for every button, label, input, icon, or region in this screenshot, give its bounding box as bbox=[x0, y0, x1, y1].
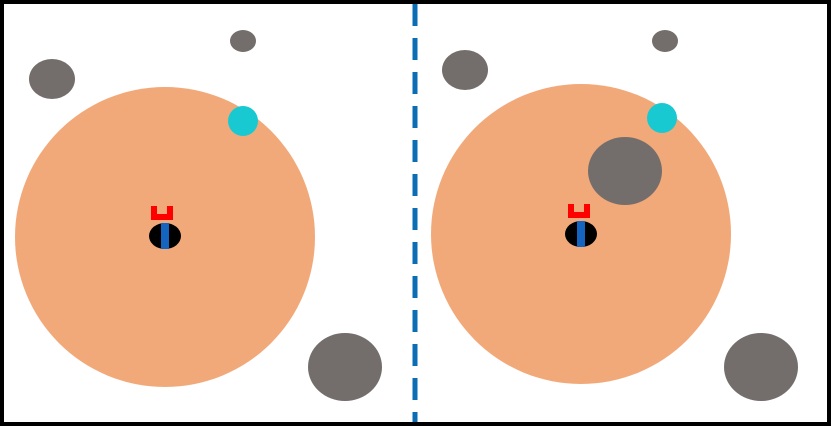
right-panel bbox=[431, 30, 798, 401]
robot bbox=[149, 206, 181, 249]
obstacle bbox=[652, 30, 678, 52]
gripper-icon bbox=[151, 206, 173, 220]
obstacle bbox=[588, 137, 662, 205]
obstacle bbox=[230, 30, 256, 52]
goal-marker bbox=[228, 106, 258, 136]
goal-marker bbox=[647, 103, 677, 133]
obstacle bbox=[308, 333, 382, 401]
gripper-icon bbox=[568, 204, 590, 218]
obstacle bbox=[724, 333, 798, 401]
robot bbox=[565, 204, 597, 247]
left-panel bbox=[15, 30, 382, 401]
obstacle bbox=[442, 50, 488, 90]
obstacle bbox=[29, 59, 75, 99]
robot-stripe bbox=[161, 223, 169, 249]
robot-stripe bbox=[577, 221, 585, 247]
